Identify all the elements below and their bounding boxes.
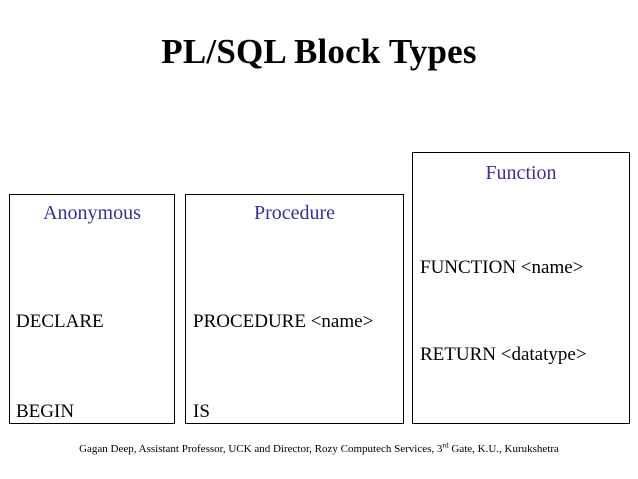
code-line: BEGIN <box>16 401 75 422</box>
footer-text-part1: Gagan Deep, Assistant Professor, UCK and… <box>79 443 443 455</box>
page-title: PL/SQL Block Types <box>161 32 477 71</box>
footer-text-part2: Gate, K.U., Kurukshetra <box>448 443 559 455</box>
block-body-procedure: PROCEDURE <name> IS BEGIN -statements EX… <box>193 247 403 423</box>
block-card-procedure: Procedure PROCEDURE <name> IS BEGIN -sta… <box>185 194 404 424</box>
block-body-anonymous: DECLARE BEGIN -statements EXCEPTION END; <box>16 247 174 423</box>
block-body-function: FUNCTION <name> RETURN <datatype> IS BEG… <box>420 195 629 423</box>
block-card-function: Function FUNCTION <name> RETURN <datatyp… <box>412 152 630 424</box>
block-heading-anonymous: Anonymous <box>43 202 141 224</box>
footer-ordinal-suffix: rd <box>442 440 449 450</box>
code-line: FUNCTION <name> <box>420 257 584 278</box>
code-line: IS <box>193 401 210 422</box>
block-card-anonymous: Anonymous DECLARE BEGIN -statements EXCE… <box>9 194 175 424</box>
code-line: DECLARE <box>16 311 104 332</box>
block-heading-procedure: Procedure <box>253 202 336 224</box>
code-line: PROCEDURE <name> <box>193 311 374 332</box>
block-heading-function: Function <box>485 162 557 184</box>
slide-footer: Gagan Deep, Assistant Professor, UCK and… <box>0 441 638 457</box>
code-line: RETURN <datatype> <box>420 344 587 365</box>
